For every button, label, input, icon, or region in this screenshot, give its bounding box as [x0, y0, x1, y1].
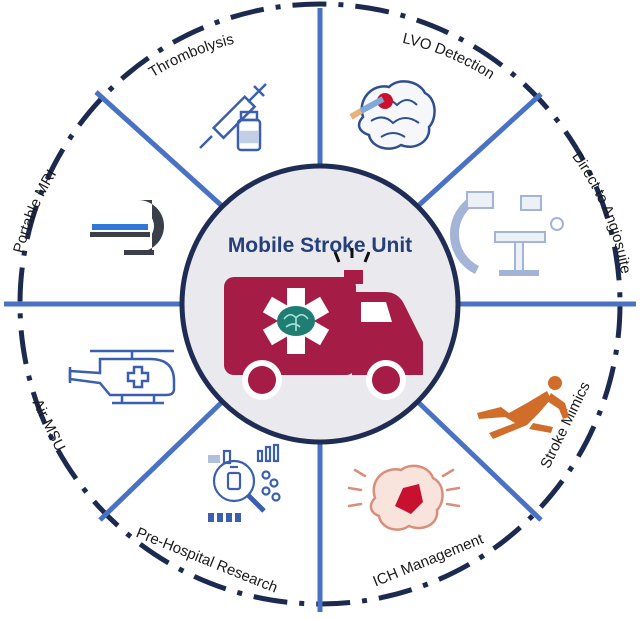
falling-person-icon — [477, 376, 569, 439]
segment-label-air-msu: Air MSU — [29, 396, 69, 454]
spoke-bottom-right — [416, 400, 543, 522]
syringe-vial-icon — [199, 83, 267, 152]
brain-scan-icon — [349, 80, 436, 150]
spoke-bottom-left — [98, 400, 224, 522]
spoke-top-left — [94, 90, 224, 208]
research-analysis-icon — [208, 443, 281, 522]
spoke-top-right — [416, 92, 543, 208]
helicopter-icon — [68, 349, 176, 405]
segment-label-thrombolysis: Thrombolysis — [146, 31, 236, 81]
segment-label-lvo-detection: LVO Detection — [401, 30, 497, 83]
center-title: Mobile Stroke Unit — [228, 234, 412, 257]
segment-label-pre-hospital-research: Pre-Hospital Research — [134, 524, 280, 596]
segment-label-portable-mri: Portable MRI — [10, 167, 60, 255]
segment-label-direct-to-angiosuite: Direct to Angiosuite — [568, 149, 634, 275]
spokes — [4, 8, 636, 612]
angiography-machine-icon — [450, 191, 564, 276]
brain-hemorrhage-icon — [347, 464, 461, 531]
segment-label-ich-management: ICH Management — [371, 530, 487, 590]
ambulance-icon — [224, 248, 423, 400]
mri-scanner-icon — [90, 200, 164, 255]
